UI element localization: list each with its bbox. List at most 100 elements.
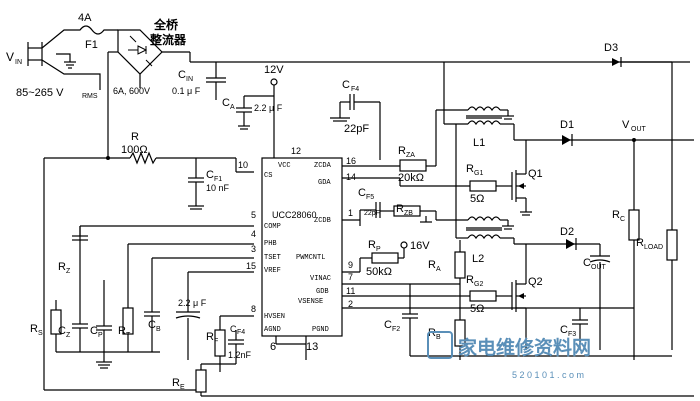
d1-label: D1 xyxy=(560,119,574,131)
cb-label: C xyxy=(148,319,156,331)
pin-num-tset: 3 xyxy=(251,244,256,254)
q2-label: Q2 xyxy=(528,276,543,288)
vout-label: V xyxy=(622,119,630,131)
pin-num-phb: 4 xyxy=(251,229,256,239)
ic-vcc-label: VCC xyxy=(278,162,291,170)
rf-sub: F xyxy=(214,338,218,345)
pin-num-pgnd: 13 xyxy=(306,341,318,353)
rp-sub: P xyxy=(376,246,381,253)
ic-pin-pwmcntl: PWMCNTL xyxy=(296,254,325,262)
watermark-url: 5 2 0 1 0 1 . c o m xyxy=(512,370,584,380)
ca-sub: A xyxy=(230,104,235,111)
q1-label: Q1 xyxy=(528,168,543,180)
cout-label: C xyxy=(583,257,591,269)
d3-label: D3 xyxy=(604,42,618,54)
cs-network: R 100Ω C F1 10 nF xyxy=(43,90,254,390)
rg1-value: 5Ω xyxy=(470,193,484,205)
diode-d2: D2 xyxy=(560,226,577,250)
rza-label: R xyxy=(398,145,406,157)
cin-sub: IN xyxy=(186,76,193,83)
cz-label: C xyxy=(58,325,66,337)
cf3-sub: F3 xyxy=(568,331,576,338)
cf5-label: C xyxy=(358,187,366,199)
ic-pin-tset: TSET xyxy=(264,254,281,262)
cap-cout: C OUT xyxy=(583,244,611,350)
rp-label: R xyxy=(368,239,376,251)
pin-num-agnd: 6 xyxy=(270,341,276,353)
cf4-sub: F4 xyxy=(351,86,359,93)
cf2-label: C xyxy=(384,319,392,331)
ic-pin-hvsen: HVSEN xyxy=(264,313,285,321)
rg1-sub: G1 xyxy=(474,170,483,177)
cf4-label: C xyxy=(342,79,350,91)
watermark-text: 家电维修资料网 xyxy=(458,336,591,359)
vout-sub: OUT xyxy=(631,126,647,133)
cp-sub: P xyxy=(98,332,103,339)
ic-pin-zcda: ZCDA xyxy=(314,162,332,170)
rs-label: R xyxy=(30,323,38,335)
cf5-sub: F5 xyxy=(366,194,374,201)
ic-pin-phb: PHB xyxy=(264,240,277,248)
re-sub: E xyxy=(180,384,185,391)
ic-pin-gda: GDA xyxy=(318,179,331,187)
pin-num-zcdb: 1 xyxy=(348,208,353,218)
cz-sub: Z xyxy=(66,332,71,339)
left-network: R Z R S C Z C P R T xyxy=(30,225,694,397)
cp-label: C xyxy=(90,325,98,337)
ic-pin-vsense: VSENSE xyxy=(298,298,323,306)
ic-name: UCC28060 xyxy=(272,210,317,220)
diode-d1: D1 xyxy=(560,119,574,146)
fuse-f1: 4A F1 xyxy=(72,12,118,51)
v12-label: 12V xyxy=(264,64,284,76)
diode-d3: D3 xyxy=(604,42,622,67)
pin-num-hvsen: 8 xyxy=(251,304,256,314)
c22-value: 2.2 μ F xyxy=(178,298,207,308)
rs-sub: S xyxy=(38,330,43,337)
re-label: R xyxy=(172,377,180,389)
ca-value: 2.2 μ F xyxy=(254,103,283,113)
cf5-value: 22pF xyxy=(364,210,380,217)
r-label: R xyxy=(131,131,139,143)
cf3-label: C xyxy=(560,324,568,336)
cf4b-sub: F4 xyxy=(237,329,245,336)
pin-num-cs: 10 xyxy=(238,160,248,170)
ca-label: C xyxy=(222,97,230,109)
ic-ucc28060: UCC28060 VCC CS COMP PHB TSET VREF HVSEN… xyxy=(238,146,634,353)
rg2-label: R xyxy=(466,274,474,286)
ic-pin-vref: VREF xyxy=(264,267,281,275)
rza-value: 20kΩ xyxy=(398,172,424,184)
rzb-label: R xyxy=(396,203,404,215)
vin-sub: IN xyxy=(15,59,22,66)
ic-pin-vinac: VINAC xyxy=(310,275,331,283)
rza-sub: ZA xyxy=(406,152,415,159)
fuse-name: F1 xyxy=(85,39,98,51)
ic-pin-gdb: GDB xyxy=(316,288,329,296)
rload-label: R xyxy=(636,237,644,249)
ic-pin-agnd: AGND xyxy=(264,326,281,334)
cf4-value: 22pF xyxy=(344,123,369,135)
ic-pin-cs: CS xyxy=(264,172,272,180)
rg2-value: 5Ω xyxy=(470,303,484,315)
watermark: 家电维修资料网 5 2 0 1 0 1 . c o m xyxy=(427,331,591,380)
vout: V OUT xyxy=(620,61,673,230)
cb-sub: B xyxy=(156,326,161,333)
pin-num-vinac: 7 xyxy=(348,272,353,282)
r-value: 100Ω xyxy=(121,144,148,156)
vin-range-sub: RMS xyxy=(82,93,98,100)
l1-label: L1 xyxy=(473,137,485,149)
rb-sub: B xyxy=(436,334,441,341)
vin-label: V xyxy=(6,50,14,64)
rt-label: R xyxy=(118,325,126,337)
rz-label: R xyxy=(58,261,66,273)
bridge-title-1: 全桥 xyxy=(153,17,179,32)
cap-cf3: C F3 xyxy=(560,308,588,350)
pin-num-zcda: 16 xyxy=(346,156,356,166)
pin-num-vref: 15 xyxy=(246,261,256,271)
cap-cf2: C F2 xyxy=(384,284,418,356)
cf1-label: C xyxy=(206,169,214,181)
pin-num-gda: 14 xyxy=(346,172,356,182)
bridge-title-2: 整流器 xyxy=(149,32,187,47)
bridge-rectifier: 全桥 整流器 6A, 600V xyxy=(107,17,191,96)
